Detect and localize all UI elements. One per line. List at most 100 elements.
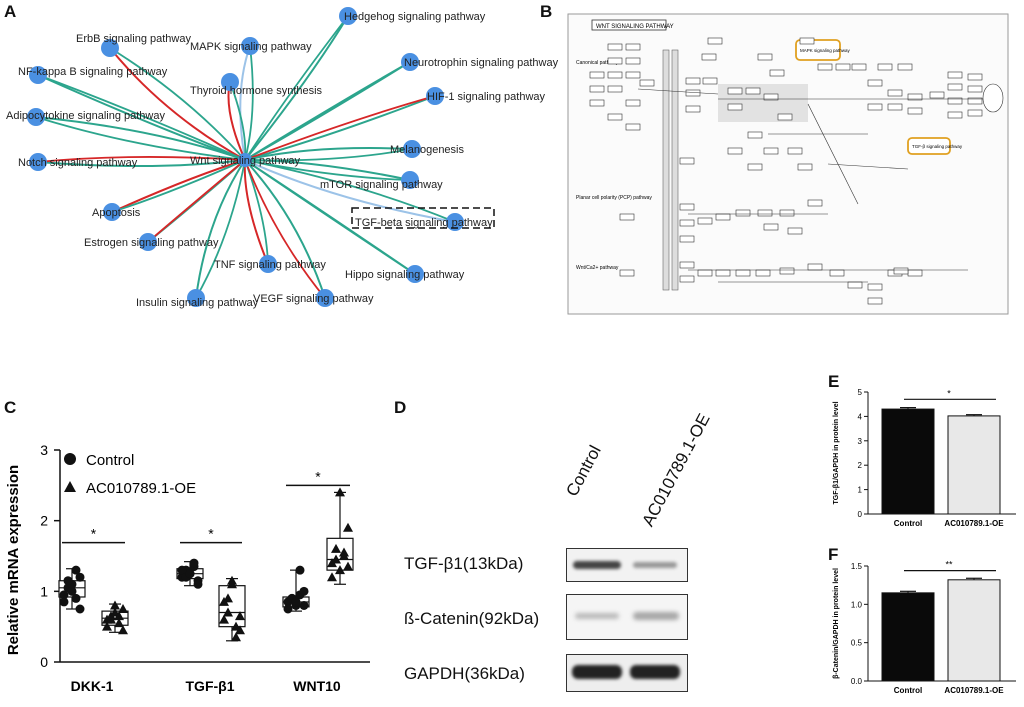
- kegg-gene-box: [735, 269, 751, 277]
- data-point-oe: [102, 621, 112, 631]
- network-node: [446, 213, 464, 231]
- network-node: [403, 140, 421, 158]
- x-tick-label: Control: [894, 519, 922, 528]
- data-point-control: [185, 569, 195, 579]
- data-point-oe: [106, 614, 116, 624]
- network-node: [187, 289, 205, 307]
- network-node-label: Neurotrophin signaling pathway: [404, 57, 559, 69]
- y-tick-label: 1.0: [851, 600, 863, 609]
- kegg-gene-box: [679, 275, 695, 283]
- band: [573, 561, 621, 569]
- kegg-gene-box: [769, 69, 785, 77]
- y-axis-label: TGF-β1/GAPDH in protein level: [833, 401, 840, 504]
- network-node: [139, 233, 157, 251]
- data-point-control: [193, 579, 203, 589]
- network-node: [401, 171, 419, 189]
- network-edge: [244, 159, 416, 275]
- network-edge: [111, 159, 246, 213]
- kegg-gene-box: [707, 37, 723, 45]
- data-point-control: [71, 565, 81, 575]
- membrane: [671, 49, 679, 291]
- band: [575, 613, 619, 619]
- highlight-box: [351, 207, 495, 229]
- significance-star: *: [315, 468, 321, 484]
- network-edge: [35, 116, 246, 161]
- data-point-oe: [114, 618, 124, 628]
- data-point-control: [67, 586, 77, 596]
- kegg-gene-box: [907, 269, 923, 277]
- membrane: [662, 49, 670, 291]
- x-label-tgfb1: TGF-β1: [186, 678, 235, 694]
- kegg-gene-box: [757, 209, 773, 217]
- network-edge: [244, 15, 349, 161]
- panel-label-b: B: [540, 2, 553, 21]
- kegg-label-mapk: MAPK signaling pathway: [800, 48, 851, 53]
- y-tick-label: 3: [40, 442, 48, 458]
- data-point-control: [295, 565, 305, 575]
- network-node-label: TGF-beta signaling pathway: [355, 217, 493, 229]
- kegg-gene-box: [929, 91, 945, 99]
- kegg-gene-box: [589, 99, 605, 107]
- y-tick-label: 0: [858, 510, 863, 519]
- y-tick-label: 3: [858, 437, 863, 446]
- data-point-oe: [231, 632, 241, 642]
- kegg-gene-box: [867, 103, 883, 111]
- network-edge: [37, 74, 246, 161]
- kegg-gene-box: [589, 85, 605, 93]
- kegg-gene-box: [967, 97, 983, 105]
- data-point-oe: [343, 561, 353, 571]
- y-tick-label: 2: [40, 513, 48, 529]
- kegg-gene-box: [755, 269, 771, 277]
- network-node-label: Melanogenesis: [390, 144, 464, 156]
- lane-label-oe: AC010789.1-OE: [638, 410, 714, 530]
- kegg-gene-box: [947, 111, 963, 119]
- kegg-gene-box: [727, 147, 743, 155]
- network-node-label: ErbB signaling pathway: [76, 33, 191, 45]
- kegg-arrow: [807, 103, 859, 205]
- network-node: [103, 203, 121, 221]
- bar-chart-bcatenin: 0.00.51.01.5β-Catenin/GAPDH in protein l…: [833, 560, 1016, 695]
- network-node: [101, 39, 119, 57]
- kegg-gene-box: [607, 71, 623, 79]
- kegg-gene-box: [625, 71, 641, 79]
- data-point-oe: [331, 554, 341, 564]
- network-edge: [244, 146, 413, 161]
- kegg-gene-box: [589, 71, 605, 79]
- network-node: [241, 37, 259, 55]
- kegg-gene-box: [787, 147, 803, 155]
- significance-star: *: [91, 526, 97, 542]
- data-point-oe: [235, 611, 245, 621]
- y-tick-label: 5: [858, 388, 863, 397]
- bar: [881, 408, 935, 515]
- kegg-gene-box: [877, 63, 893, 71]
- mapk-highlight: [795, 39, 841, 61]
- kegg-label-canonical: Canonical pathway: [576, 60, 619, 66]
- y-axis-label: Relative mRNA expression: [5, 465, 22, 655]
- x-tick-label: Control: [894, 686, 922, 695]
- data-point-oe: [331, 543, 341, 553]
- kegg-gene-box: [779, 209, 795, 217]
- network-edge: [244, 159, 326, 299]
- kegg-gene-box: [797, 163, 813, 171]
- kegg-gene-box: [625, 123, 641, 131]
- kegg-gene-box: [947, 83, 963, 91]
- kegg-gene-box: [639, 79, 655, 87]
- kegg-gene-box: [625, 99, 641, 107]
- data-point-control: [63, 576, 73, 586]
- data-point-oe: [335, 487, 345, 497]
- kegg-gene-box: [679, 157, 695, 165]
- legend-circle-marker: [64, 453, 76, 465]
- kegg-gene-box: [679, 235, 695, 243]
- kegg-gene-box: [947, 71, 963, 79]
- kegg-label-tgf: TGF-β signaling pathway: [912, 144, 963, 149]
- y-tick-label: 4: [858, 412, 863, 421]
- kegg-gene-box: [607, 43, 623, 51]
- data-point-oe: [339, 547, 349, 557]
- bar: [947, 415, 1001, 515]
- data-point-control: [189, 558, 199, 568]
- network-node-label: MAPK signaling pathway: [190, 41, 312, 53]
- panel-label-d: D: [394, 398, 407, 417]
- network-edge: [244, 159, 269, 265]
- kegg-gene-box: [807, 199, 823, 207]
